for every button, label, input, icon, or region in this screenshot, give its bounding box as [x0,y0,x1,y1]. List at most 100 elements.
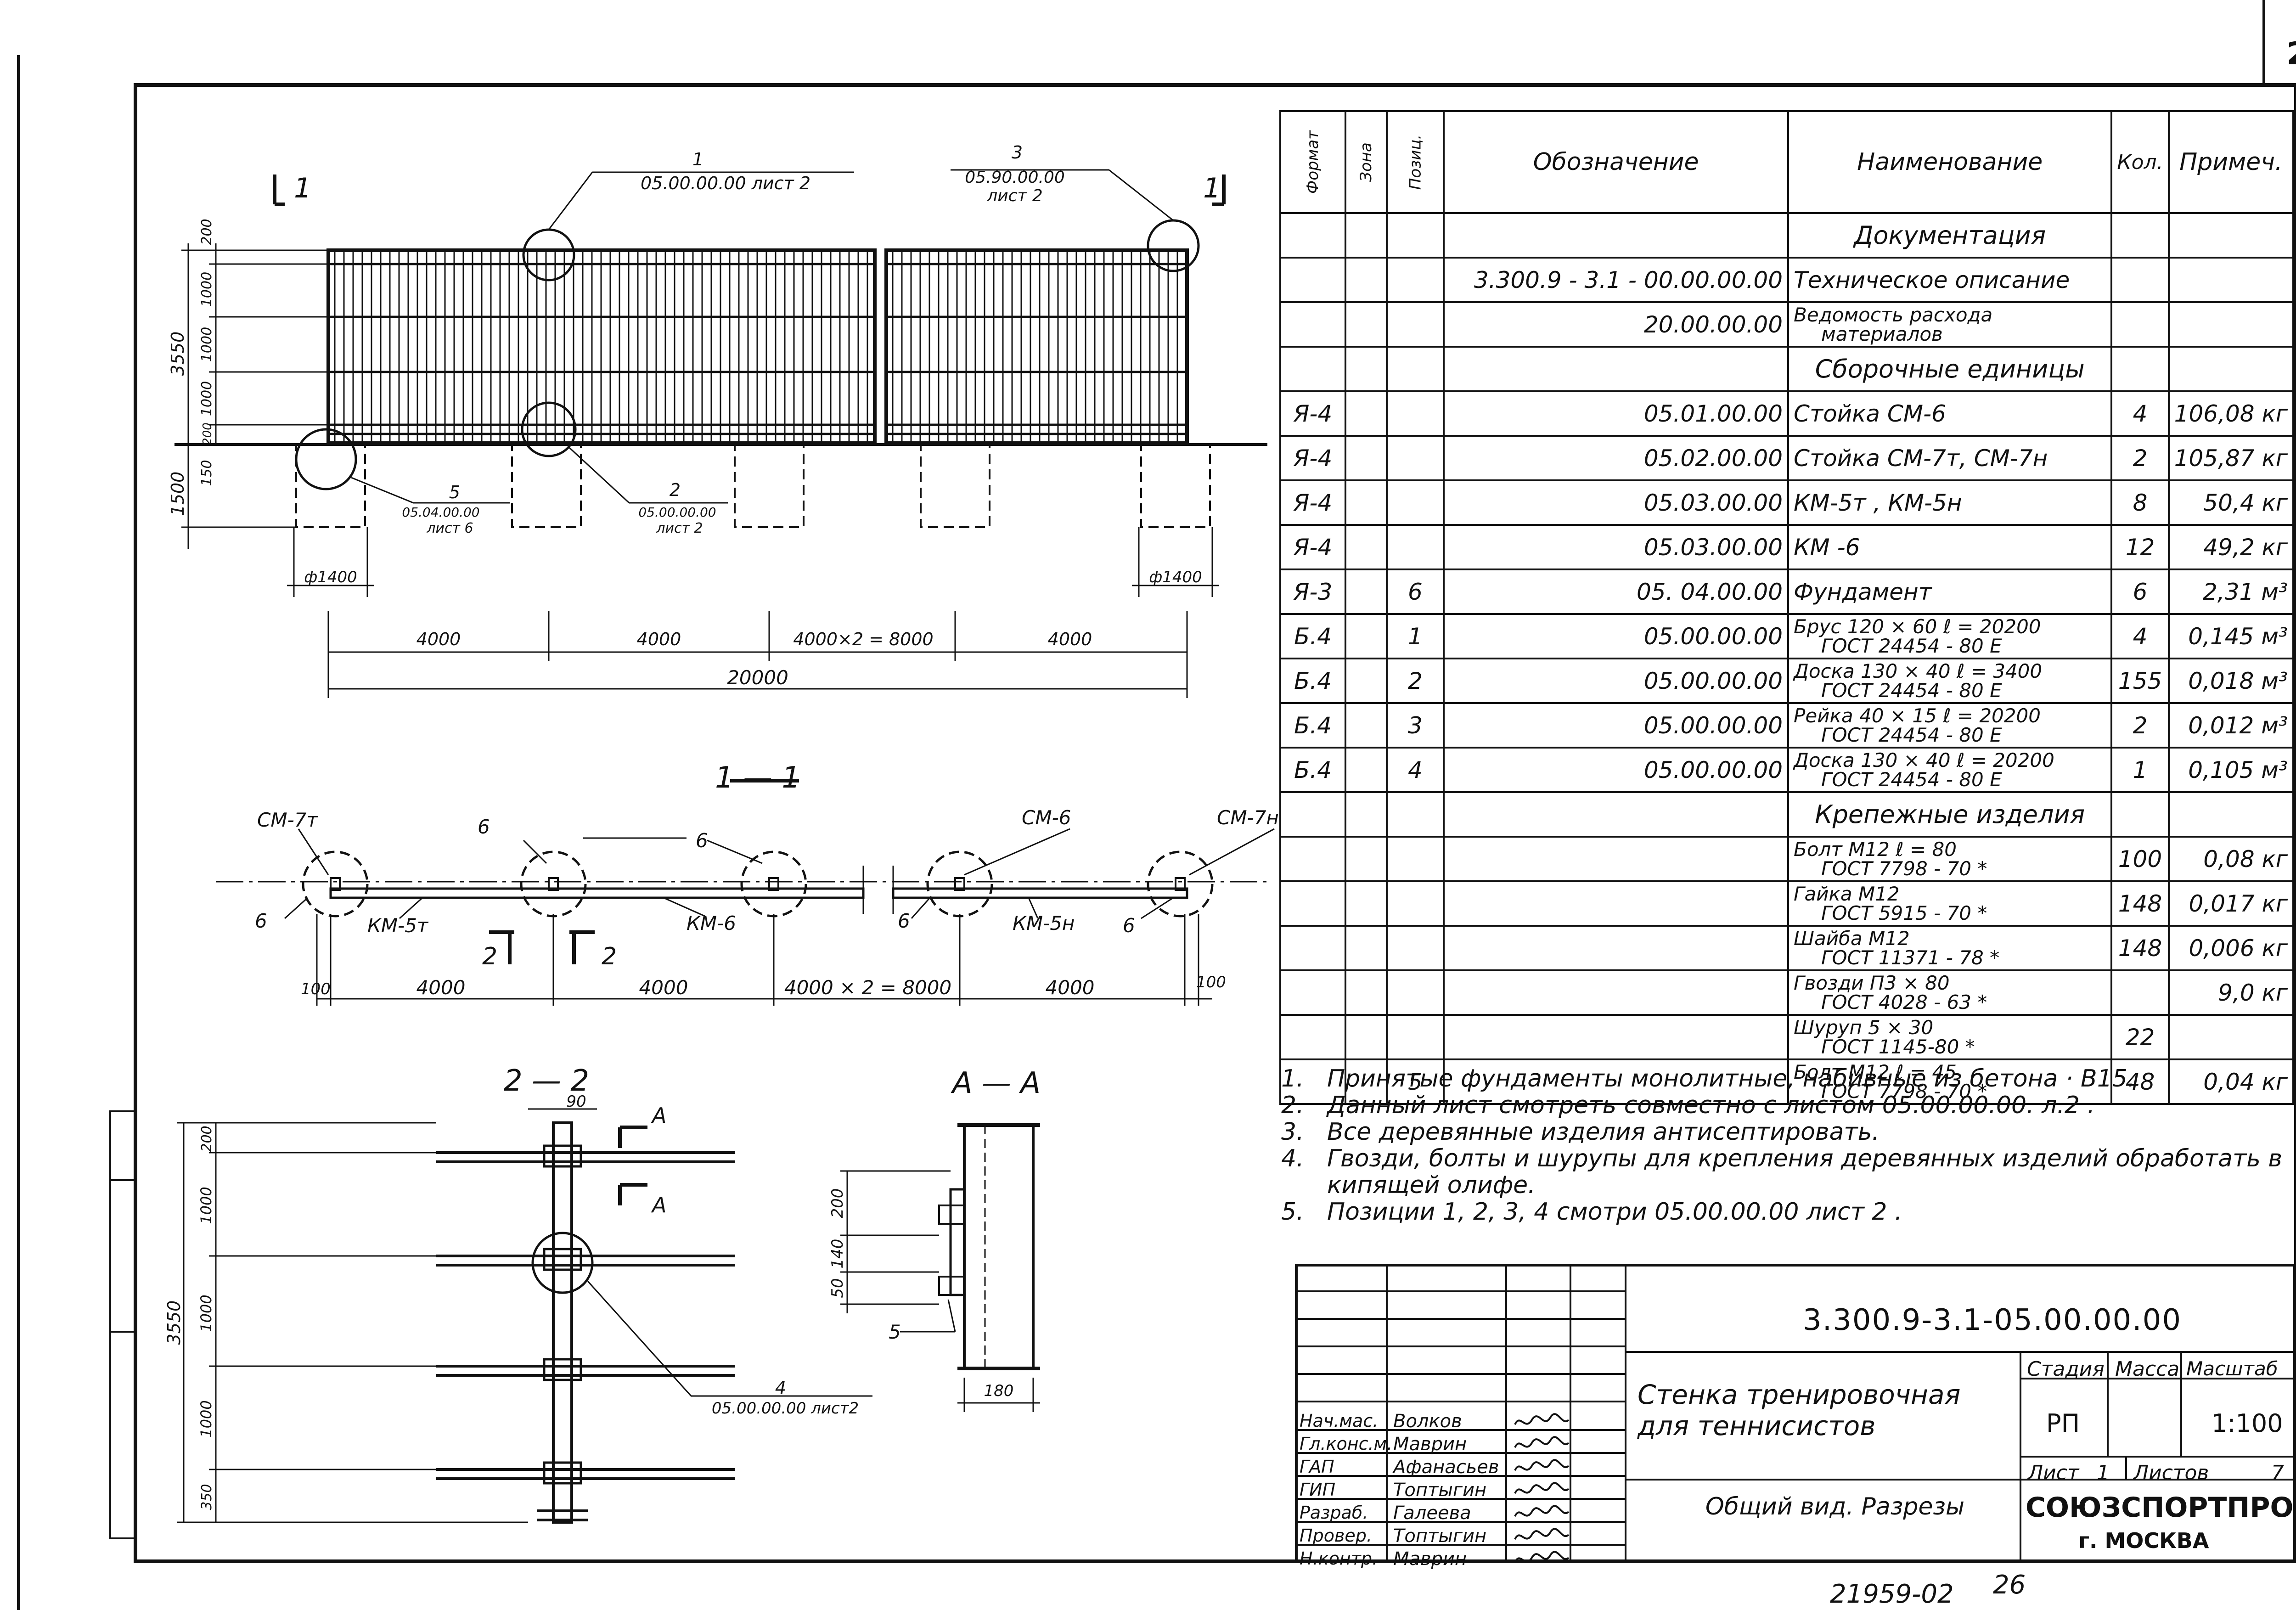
spec-qty-cell: 4 [2110,390,2170,437]
spec-header-row: Формат Зона Позиц. Обозначение Наименова… [1279,110,2295,214]
spec-pos-cell [1385,969,1445,1016]
spec-qty-cell [2110,969,2170,1016]
spec-designation-cell [1443,1014,1790,1060]
spec-note-cell: 49,2 кг [2167,524,2295,570]
sec2-dim-1000b: 1000 [197,1295,215,1332]
section-a-a [840,1123,1040,1412]
spec-pos-cell [1385,435,1445,481]
signature [1514,1528,1570,1540]
callout-5-ref-a: 05.04.00.00 [402,505,479,520]
spec-name-cell: Стойка СМ-7т, СМ-7н [1787,435,2113,481]
header-name: Наименование [1787,110,2113,214]
spec-qty-cell [2110,301,2170,348]
dim-elev-200b: 200 [201,422,214,445]
spec-format-cell [1279,301,1346,348]
spec-designation-cell: 05. 04.00.00 [1443,569,1790,615]
person-role: Гл.конс.м. [1300,1434,1393,1454]
label-pos6-b: 6 [696,829,708,852]
sheet-frame [17,0,2296,1610]
dim-elev-1000c: 1000 [199,381,215,416]
spec-qty-cell: 48 [2110,1058,2170,1105]
spec-zone-cell [1344,479,1388,526]
cut-2-right: 2 [602,943,617,970]
spec-format-cell [1279,1014,1346,1060]
spec-zone-cell [1344,836,1388,882]
sec2-dim-90: 90 [566,1092,586,1111]
dim-span-2: 4000 [637,629,681,649]
spec-qty-cell: 155 [2110,658,2170,704]
spec-qty-cell: 6 [2110,569,2170,615]
spec-zone-cell [1344,1058,1388,1105]
header-note: Примеч. [2167,110,2295,214]
cut-a-upper: А [651,1103,666,1128]
front-elevation [174,169,1267,698]
callout-2-num: 2 [670,480,681,500]
spec-name-cell: КМ-5т , КМ-5н [1787,479,2113,526]
callout-3-num: 3 [1012,142,1023,163]
note-item: 1.Принятые фундаменты монолитные, набивн… [1281,1065,2291,1092]
spec-pos-cell: 6 [1385,569,1445,615]
spec-note-cell: 0,017 кг [2167,880,2295,927]
spec-zone-cell [1344,1014,1388,1060]
bottom-page: 26 [1993,1570,2026,1600]
person-role: Провер. [1300,1526,1372,1546]
dim-elev-1500: 1500 [168,472,188,516]
person-role: ГАП [1300,1457,1334,1477]
header-designation: Обозначение [1443,110,1790,214]
note-text: Принятые фундаменты монолитные, набивные… [1327,1065,2135,1092]
person-role: Разраб. [1300,1503,1368,1523]
spec-note-cell [2167,791,2295,838]
person-name: Топтыгин [1393,1480,1487,1501]
spec-pos-cell: 5 [1385,1058,1445,1105]
spec-note-cell [2167,346,2295,392]
spec-designation-cell: 05.01.00.00 [1443,390,1790,437]
spec-qty-cell: 100 [2110,836,2170,882]
spec-designation-cell [1443,925,1790,971]
dim-elev-200: 200 [199,219,215,245]
spec-format-cell [1279,1058,1346,1105]
spec-zone-cell [1344,969,1388,1016]
spec-pos-cell [1385,479,1445,526]
spec-pos-cell: 4 [1385,747,1445,793]
dim-diam-left: ф1400 [304,568,357,586]
spec-format-cell: Я-4 [1279,479,1346,526]
label-km5t: КМ-5т [367,914,429,937]
spec-format-cell [1279,925,1346,971]
spec-qty-cell [2110,257,2170,303]
spec-zone-cell [1344,346,1388,392]
spec-name-line: Доска 130 × 40 ℓ = 20200 [1794,749,2054,771]
cut-a-lower: А [651,1193,666,1217]
spec-zone-cell [1344,925,1388,971]
spec-name-cell: Документация [1787,212,2113,259]
spec-note-cell: 0,006 кг [2167,925,2295,971]
spec-pos-cell [1385,925,1445,971]
dim-elev-1000a: 1000 [199,272,215,307]
spec-name-line: Ведомость расхода [1794,303,1993,326]
spec-name-line: Болт М12 ℓ = 80 [1794,838,1957,861]
spec-zone-cell [1344,880,1388,927]
spec-name-cell: Стойка СМ-6 [1787,390,2113,437]
spec-pos-cell [1385,257,1445,303]
header-pos: Позиц. [1385,110,1445,214]
dim-span-3: 4000×2 = 8000 [793,629,933,649]
spec-zone-cell [1344,390,1388,437]
dim-elev-3550: 3550 [168,332,188,376]
spec-row: Сборочные единицы [1279,346,2295,392]
spec-name-line: Гайка М12 [1794,882,1900,905]
cut-2-left: 2 [482,943,497,970]
spec-pos-cell [1385,836,1445,882]
scale-value: 1:100 [2212,1409,2283,1438]
spec-designation-cell [1443,836,1790,882]
dim-elev-150: 150 [199,460,215,486]
section-1-1-labels: 1 — 1 СМ-7т СМ-6 СМ-7н 6 6 6 6 6 КМ-5т К… [255,761,1279,999]
spec-zone-cell [1344,747,1388,793]
